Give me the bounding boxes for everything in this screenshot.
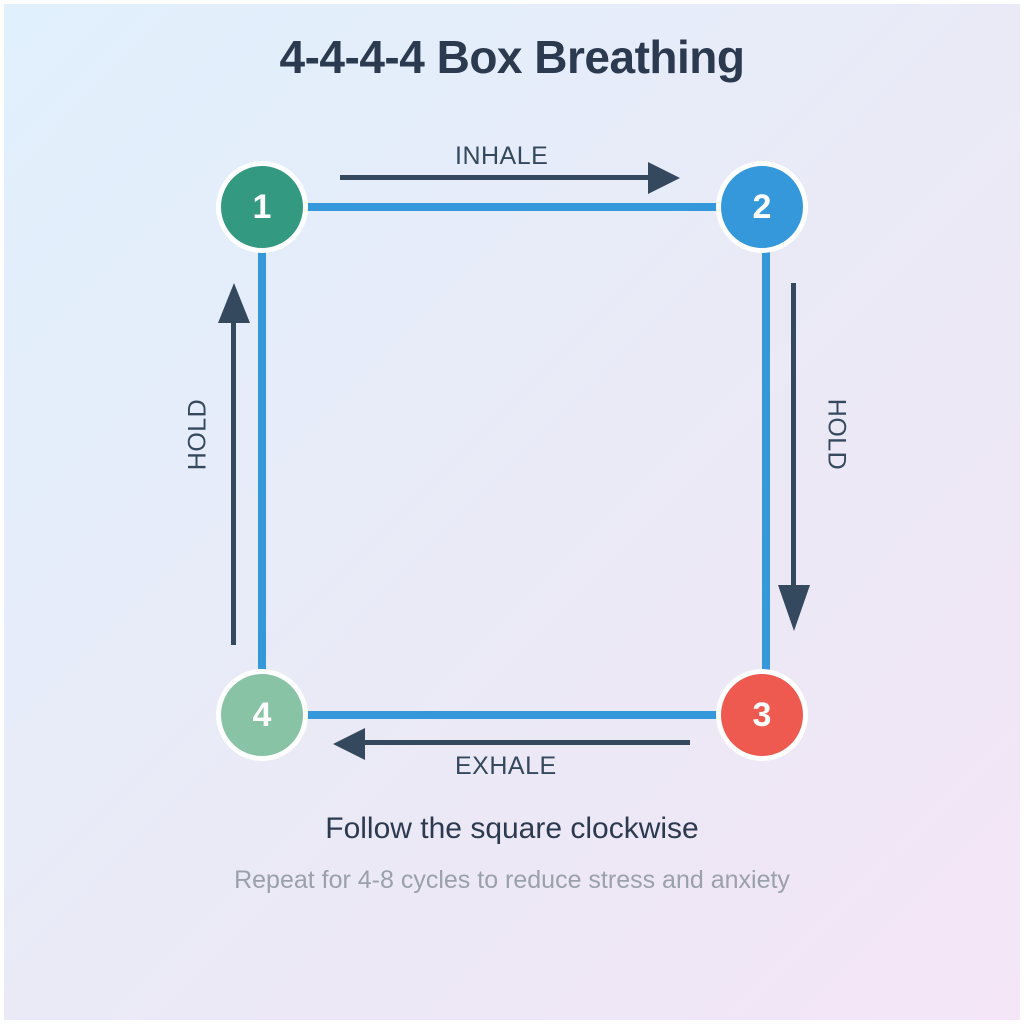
- hold-right-arrow-head-icon: [778, 585, 810, 631]
- edge-line-left: [258, 207, 266, 715]
- exhale-arrow-head-icon: [333, 728, 365, 760]
- edge-line-bottom: [258, 711, 766, 719]
- node-4[interactable]: 4: [216, 669, 308, 761]
- edge-line-right: [762, 207, 770, 715]
- node-4-label: 4: [252, 695, 272, 734]
- node-3[interactable]: 3: [716, 669, 808, 761]
- inhale-arrow-shaft: [340, 175, 650, 180]
- edge-label-inhale: INHALE: [455, 142, 549, 170]
- exhale-arrow-shaft: [360, 740, 690, 745]
- hold-right-arrow-shaft: [791, 283, 796, 588]
- node-1[interactable]: 1: [216, 161, 308, 253]
- node-3-label: 3: [752, 695, 772, 734]
- edge-label-hold-right: HOLD: [822, 398, 851, 471]
- edge-label-hold-left: HOLD: [183, 398, 212, 471]
- node-2[interactable]: 2: [716, 161, 808, 253]
- inhale-arrow-head-icon: [648, 162, 680, 194]
- node-1-label: 1: [252, 187, 272, 226]
- hold-left-arrow-head-icon: [218, 283, 250, 323]
- caption-main: Follow the square clockwise: [325, 812, 699, 845]
- node-2-label: 2: [752, 187, 772, 226]
- edge-line-top: [258, 203, 766, 211]
- hold-left-arrow-shaft: [231, 320, 236, 645]
- caption-sub: Repeat for 4-8 cycles to reduce stress a…: [234, 866, 790, 894]
- page-title: 4-4-4-4 Box Breathing: [279, 31, 745, 83]
- edge-label-exhale: EXHALE: [455, 752, 557, 780]
